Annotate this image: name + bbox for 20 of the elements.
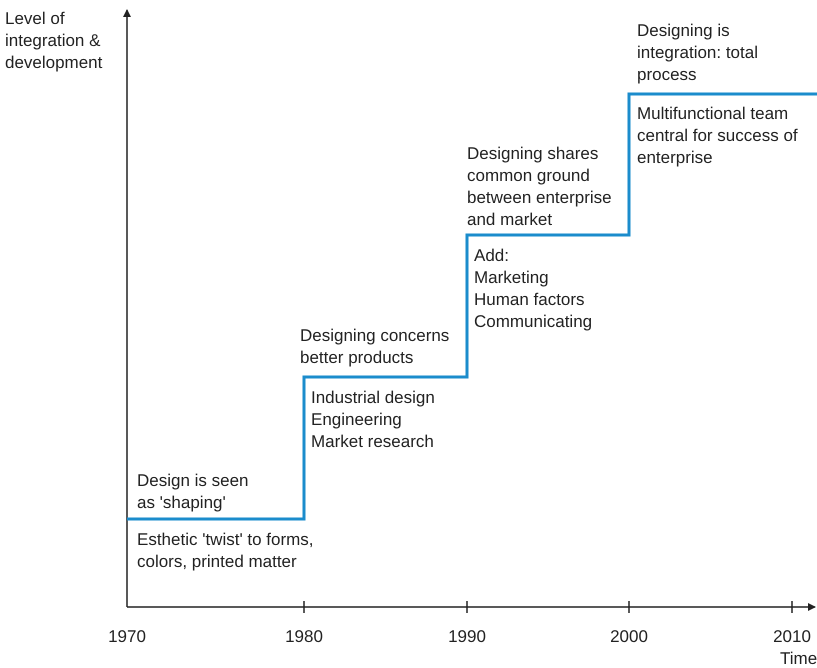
list-item: Communicating — [474, 311, 592, 333]
axis-title: Time — [780, 648, 817, 668]
tick-label: 2000 — [610, 626, 648, 648]
tick-label: 2010 — [773, 626, 811, 648]
annotation-text: Designing shares common ground between enterprise and market — [467, 143, 613, 231]
annotation-text: Design is seen as 'shaping' — [137, 470, 250, 514]
tick-label: 1970 — [108, 626, 146, 648]
annotation-text: Esthetic 'twist' to forms, colors, printed matter — [137, 529, 315, 573]
tick-label: 1980 — [285, 626, 323, 648]
list-item: Industrial design — [311, 387, 435, 409]
tick-label: 1990 — [448, 626, 486, 648]
list-heading: Add: — [474, 245, 509, 267]
list-item: Marketing — [474, 267, 549, 289]
annotation-text: Designing is integration: total process — [637, 20, 759, 86]
annotation-text: Designing concerns better products — [300, 325, 450, 369]
list-item: Engineering — [311, 409, 402, 431]
axis-title: Level of integration & development — [5, 8, 104, 74]
annotation-text: Multifunctional team central for success of enterprise — [637, 103, 799, 169]
list-item: Human factors — [474, 289, 585, 311]
list-item: Market research — [311, 431, 434, 453]
